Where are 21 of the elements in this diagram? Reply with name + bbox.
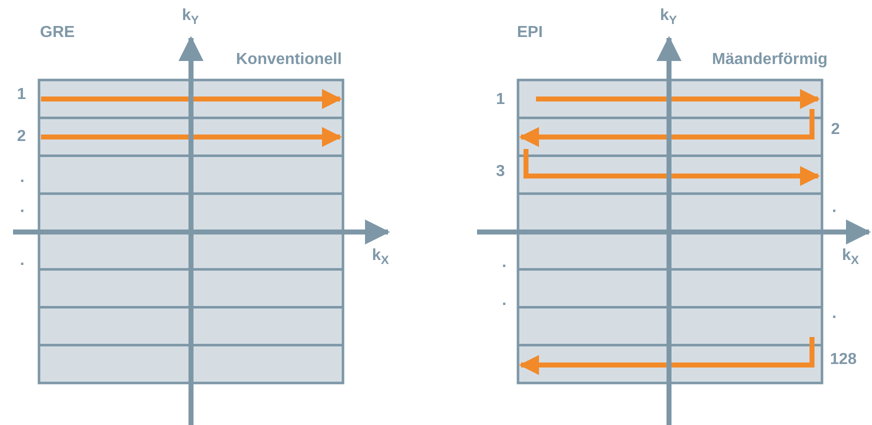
line-number: 2 — [17, 129, 26, 145]
sequence-label: GRE — [40, 25, 75, 41]
scan-type-label: Konventionell — [236, 52, 342, 68]
scan-type-label: Mäanderförmig — [712, 52, 828, 68]
ellipsis-dot: . — [502, 293, 506, 309]
line-number: 3 — [496, 164, 505, 180]
ellipsis-dot: . — [502, 255, 506, 271]
axis-label: k$_{Y}$ — [182, 8, 199, 26]
axis-label: k$_{Y}$ — [660, 8, 677, 26]
ellipsis-dot: . — [20, 170, 24, 186]
axis-label: k$_{X}$ — [842, 248, 859, 266]
ellipsis-dot: . — [20, 253, 24, 269]
ellipsis-dot: . — [832, 200, 836, 216]
line-number: 1 — [496, 92, 505, 108]
sequence-label: EPI — [517, 25, 543, 41]
ellipsis-dot: . — [832, 306, 836, 322]
line-number: 128 — [830, 352, 857, 368]
line-number: 2 — [831, 122, 840, 138]
line-number: 1 — [17, 87, 26, 103]
ellipsis-dot: . — [20, 200, 24, 216]
axis-label: k$_{X}$ — [372, 248, 389, 266]
